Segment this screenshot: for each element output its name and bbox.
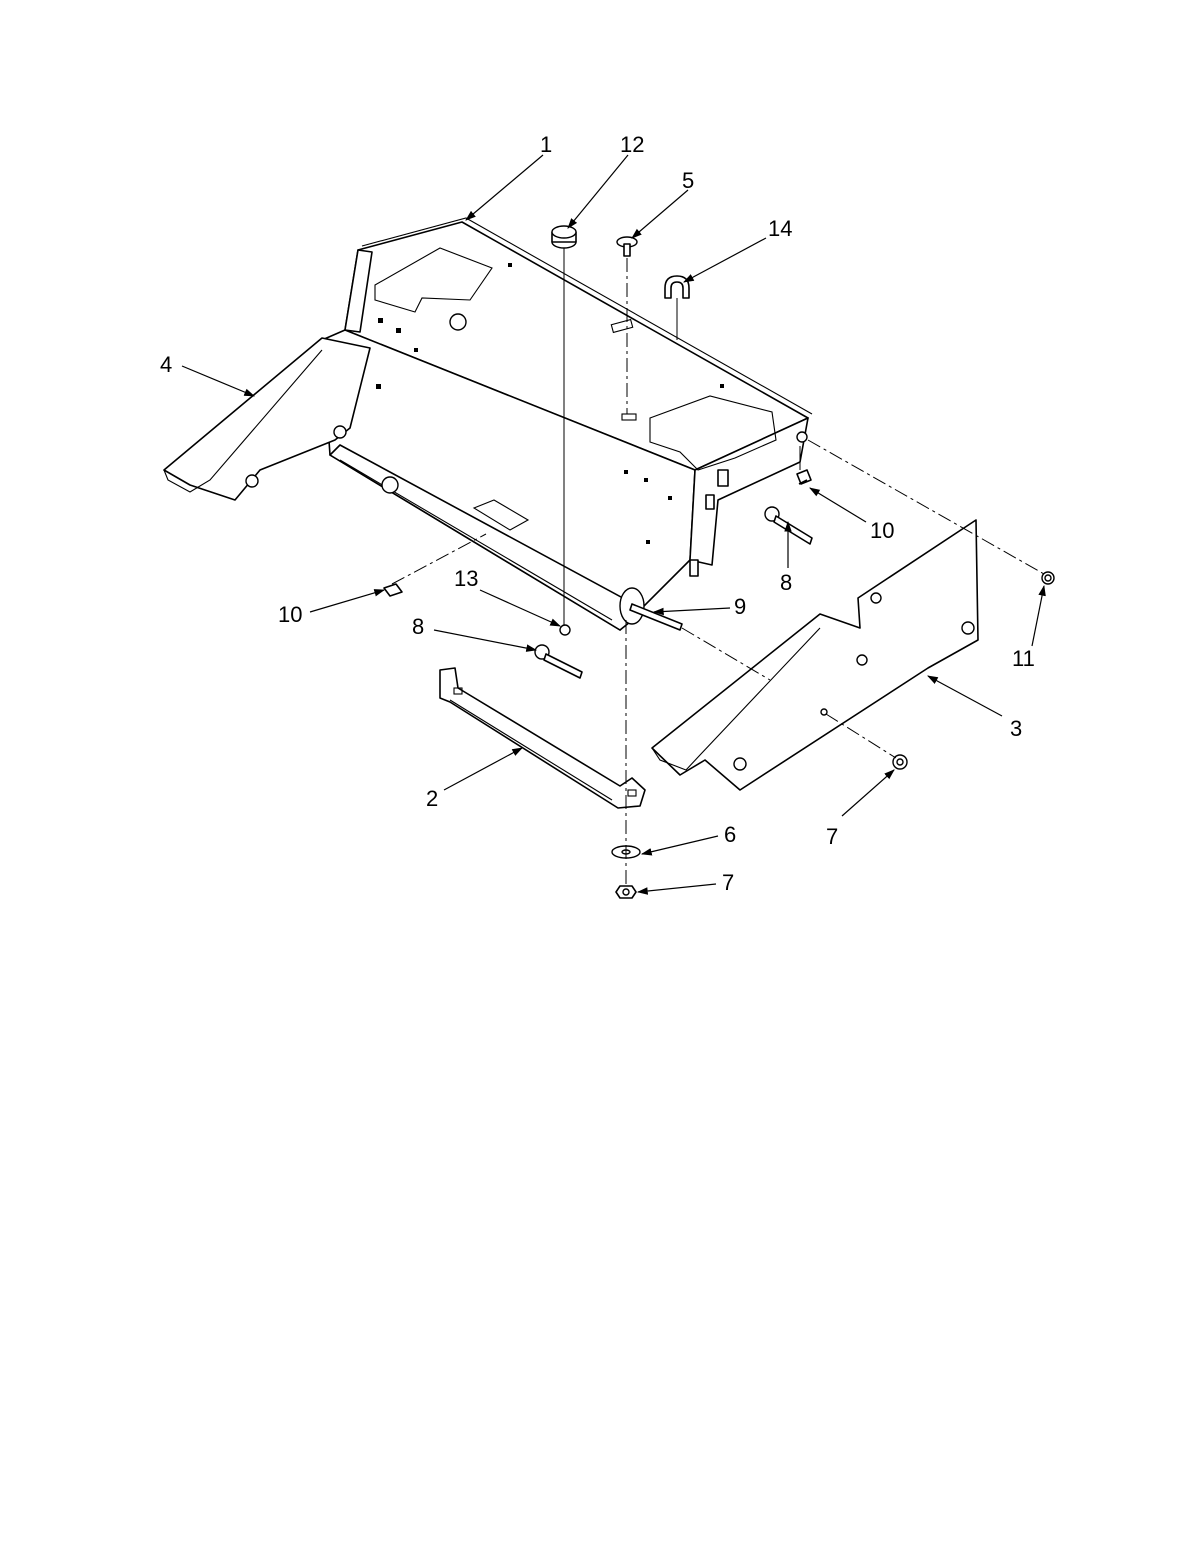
part-2-bottom-strap xyxy=(439,667,646,809)
callout-10-right: 10 xyxy=(870,518,894,543)
callout-11: 11 xyxy=(1012,646,1035,671)
callout-4: 4 xyxy=(160,352,172,377)
part-7-nut-bottom xyxy=(615,885,637,899)
callout-10-left: 10 xyxy=(278,602,302,627)
callout-1: 1 xyxy=(540,132,552,157)
callout-3: 3 xyxy=(1010,716,1022,741)
callout-2: 2 xyxy=(426,786,438,811)
leader-lines xyxy=(181,154,1046,895)
callout-6: 6 xyxy=(724,822,736,847)
part-5-pin xyxy=(616,236,638,257)
part-8-bolt-left xyxy=(534,644,583,679)
part-11-nut xyxy=(1041,571,1055,585)
callout-9: 9 xyxy=(734,594,746,619)
callout-7-bottom: 7 xyxy=(722,870,734,895)
part-7-nut-right xyxy=(892,754,908,770)
part-10-clip-left xyxy=(383,583,403,597)
callout-numbers: 1 12 5 14 4 10 8 10 13 9 8 11 3 2 6 7 7 xyxy=(160,132,1035,895)
part-10-clip-right xyxy=(796,469,812,485)
part-4-left-bracket xyxy=(163,337,371,501)
part-14-clip xyxy=(664,275,690,299)
part-8-bolt-right xyxy=(764,506,813,545)
callout-8-right: 8 xyxy=(780,570,792,595)
part-9-shaft xyxy=(629,603,683,631)
callout-13: 13 xyxy=(454,566,478,591)
alignment-lines xyxy=(391,248,1045,884)
callout-7-right: 7 xyxy=(826,824,838,849)
callout-5: 5 xyxy=(682,168,694,193)
callout-14: 14 xyxy=(768,216,792,241)
part-3-right-bracket xyxy=(651,519,979,791)
callout-8-left: 8 xyxy=(412,614,424,639)
part-13-nut xyxy=(559,624,571,636)
part-12-bumper xyxy=(551,225,577,249)
part-1-main-frame xyxy=(321,217,813,631)
callout-12: 12 xyxy=(620,132,644,157)
